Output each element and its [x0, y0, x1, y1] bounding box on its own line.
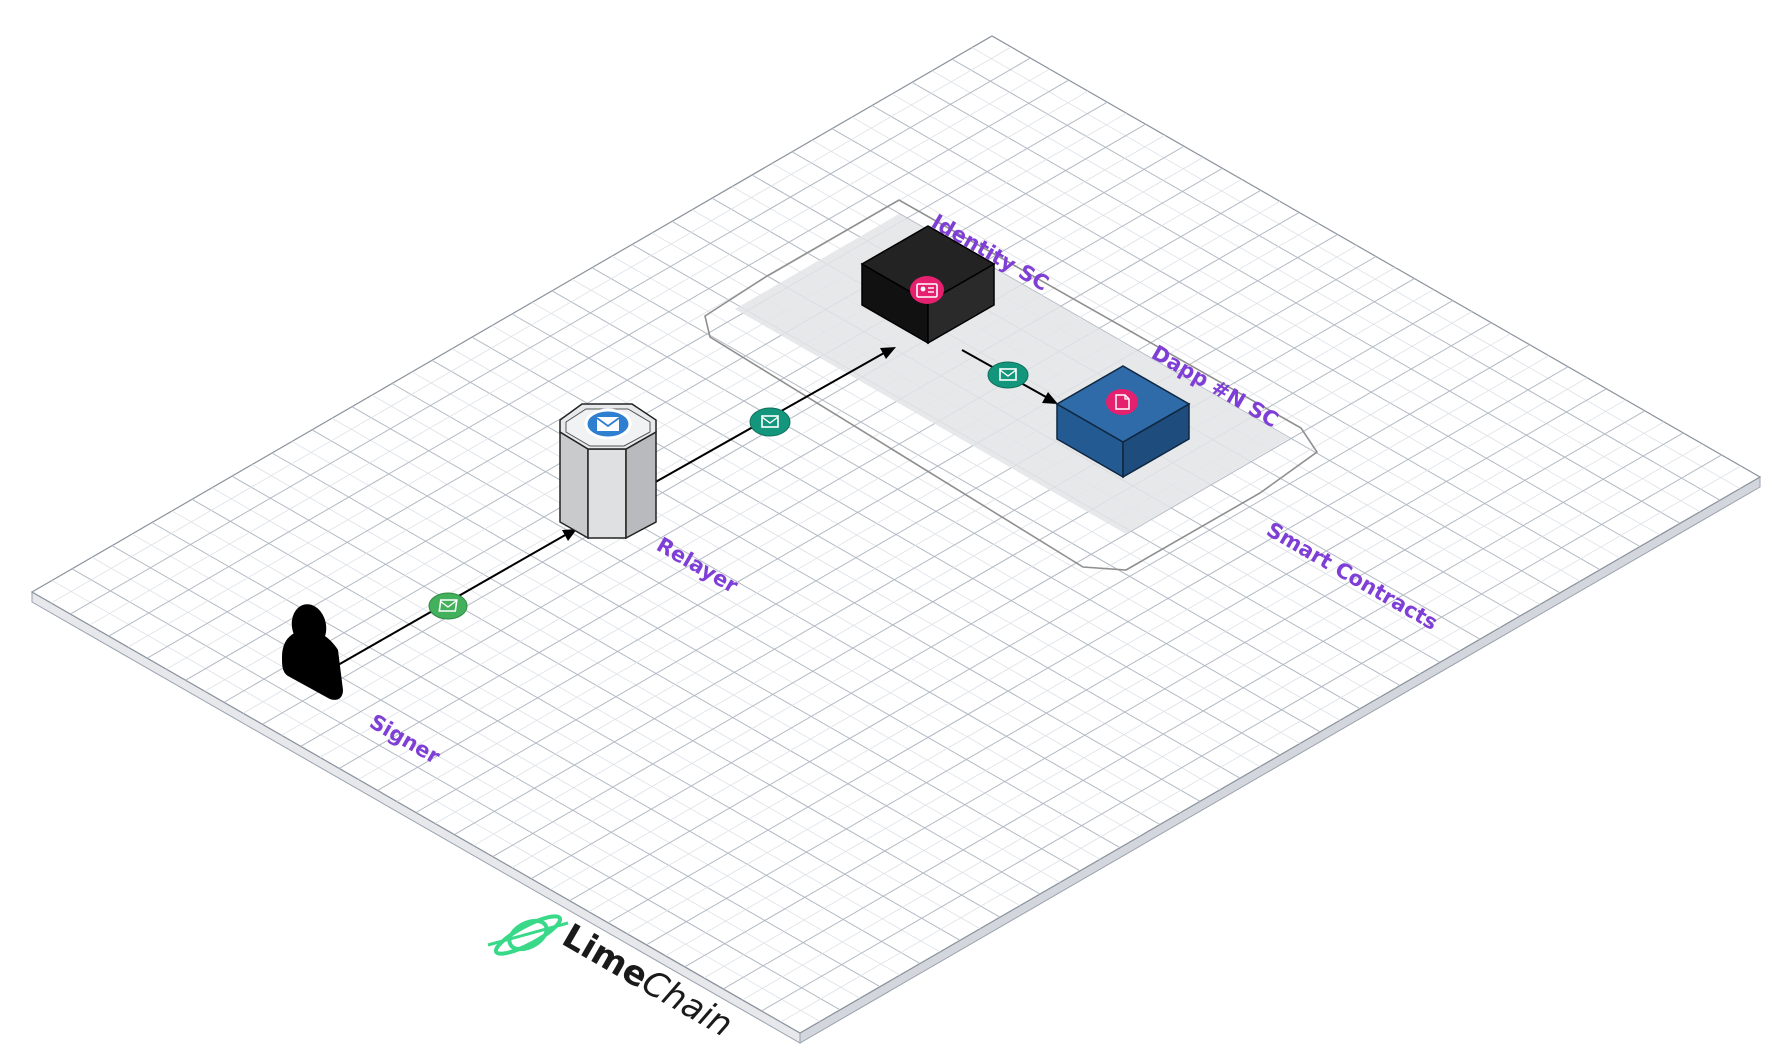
id-card-icon	[910, 276, 944, 304]
grid-lines	[50, 46, 1742, 1023]
grid-line	[780, 465, 1742, 1023]
grid-line	[242, 156, 1204, 714]
grid-line	[434, 267, 1396, 824]
grid-floor	[30, 35, 1762, 1044]
arrowhead-dapp	[1042, 392, 1058, 404]
grid-line	[761, 454, 1722, 1012]
message-icon-3	[987, 361, 1029, 389]
grid-line	[569, 344, 1530, 902]
grid-line	[89, 68, 1050, 626]
grid-line	[473, 289, 1434, 846]
grid-line	[70, 57, 1031, 615]
grid-line	[127, 90, 1089, 648]
grid-line	[492, 300, 1454, 858]
message-icon-1	[428, 592, 468, 620]
grid-line	[665, 399, 1626, 957]
signer-user-icon	[282, 604, 343, 700]
grid-line	[607, 366, 1569, 924]
grid-line	[300, 189, 1262, 747]
arrowhead-relayer	[562, 529, 577, 541]
grid-line	[396, 245, 1358, 802]
grid-line	[530, 322, 1492, 880]
grid-line	[646, 388, 1607, 946]
grid-line	[722, 432, 1684, 990]
grid-line	[684, 410, 1646, 968]
limechain-logo-icon	[487, 914, 569, 956]
grid-line	[626, 377, 1588, 935]
grid-line	[415, 256, 1377, 813]
grid-line	[185, 123, 1146, 681]
grid-line	[146, 101, 1108, 659]
document-icon	[1106, 389, 1138, 415]
grid-line	[319, 201, 1281, 758]
grid-line	[454, 278, 1415, 835]
grid-line	[377, 234, 1338, 791]
identity-sc-box	[860, 225, 996, 345]
grid-line	[281, 178, 1242, 736]
zone-boundary	[704, 199, 1319, 571]
grid-line	[338, 211, 1300, 769]
grid-line	[358, 223, 1319, 780]
relayer-server-icon	[559, 403, 657, 540]
dapp-sc-box	[1055, 365, 1191, 479]
grid-line	[204, 134, 1166, 692]
grid-line	[588, 355, 1550, 913]
grid-line	[166, 112, 1127, 670]
grid-line	[50, 46, 1012, 604]
arrowhead-identity	[880, 347, 896, 359]
message-icon-2	[749, 407, 791, 437]
grid-line	[550, 333, 1511, 891]
grid-line	[511, 311, 1473, 868]
grid-line	[742, 443, 1703, 1001]
grid-line	[262, 167, 1223, 725]
grid-line	[703, 421, 1665, 979]
grid-line	[223, 145, 1185, 703]
grid-line	[108, 79, 1070, 637]
